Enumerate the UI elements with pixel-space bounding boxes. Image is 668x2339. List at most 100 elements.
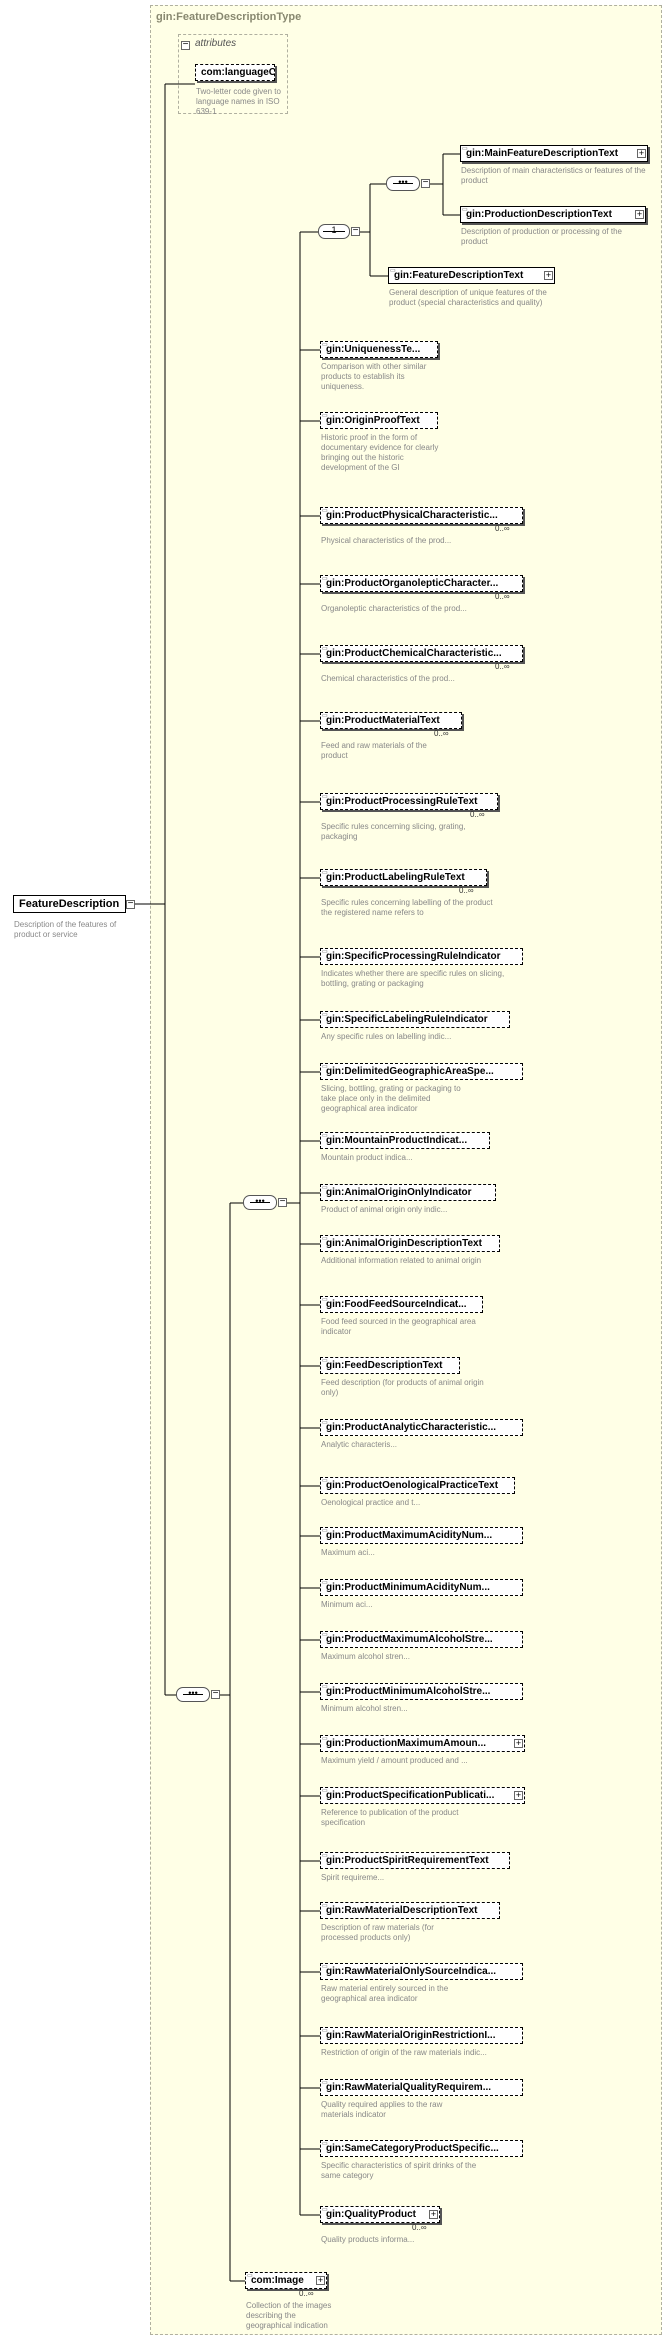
element-feed-description-text[interactable]: ▭gin:FeedDescriptionText xyxy=(320,1357,460,1374)
element-specific-processing-rule-indicator[interactable]: ▭gin:SpecificProcessingRuleIndicator xyxy=(320,948,523,965)
element-name: gin:FoodFeedSourceIndicat... xyxy=(326,1299,467,1310)
element-product-maximum-acidity-num[interactable]: ▭gin:ProductMaximumAcidityNum... xyxy=(320,1527,523,1544)
element-icon: ▭ xyxy=(322,1580,328,1586)
element-raw-material-only-source-indica[interactable]: ▭gin:RawMaterialOnlySourceIndica... xyxy=(320,1963,523,1980)
element-description: Minimum alcohol stren... xyxy=(321,1704,471,1714)
element-icon: ▭ xyxy=(322,1853,328,1859)
attributes-collapse-icon[interactable]: − xyxy=(181,41,190,50)
element-product-material-text[interactable]: ▭gin:ProductMaterialText xyxy=(320,712,462,729)
element-description: Chemical characteristics of the prod... xyxy=(321,674,521,684)
element-icon: ▭ xyxy=(322,413,328,419)
sequence-symbol: ••• xyxy=(387,178,419,187)
main-sequence-collapse-icon[interactable]: − xyxy=(278,1198,287,1207)
element-name: gin:SpecificProcessingRuleIndicator xyxy=(326,951,500,962)
choice-collapse-icon[interactable]: − xyxy=(351,227,360,236)
element-name: gin:ProductPhysicalCharacteristic... xyxy=(326,510,498,521)
element-icon: ▭ xyxy=(322,508,328,514)
element-animal-origin-only-indicator[interactable]: ▭gin:AnimalOriginOnlyIndicator xyxy=(320,1184,496,1201)
plus-box-icon[interactable]: + xyxy=(514,1791,523,1800)
element-raw-material-description-text[interactable]: ▭gin:RawMaterialDescriptionText xyxy=(320,1902,500,1919)
element-description: Restriction of origin of the raw materia… xyxy=(321,2048,521,2058)
element-description: Spirit requireme... xyxy=(321,1873,471,1883)
plus-box-icon[interactable]: + xyxy=(635,210,644,219)
element-name: gin:ProductSpiritRequirementText xyxy=(326,1855,489,1866)
element-description: Feed description (for products of animal… xyxy=(321,1378,491,1398)
cardinality-label: 0..∞ xyxy=(470,810,485,819)
element-main-feature-description-text[interactable]: ▭gin:MainFeatureDescriptionText+ xyxy=(460,145,648,162)
element-name: gin:RawMaterialOnlySourceIndica... xyxy=(326,1966,496,1977)
element-product-specification-publicati[interactable]: ▭gin:ProductSpecificationPublicati...+ xyxy=(320,1787,525,1804)
element-name: gin:MountainProductIndicat... xyxy=(326,1135,467,1146)
element-product-maximum-alcohol-stre[interactable]: ▭gin:ProductMaximumAlcoholStre... xyxy=(320,1631,523,1648)
element-production-maximum-amoun[interactable]: ▭gin:ProductionMaximumAmoun...+ xyxy=(320,1735,525,1752)
element-quality-product[interactable]: ▭gin:QualityProduct + xyxy=(320,2206,440,2223)
element-description: Description of production or processing … xyxy=(461,227,646,247)
element-description: Raw material entirely sourced in the geo… xyxy=(321,1984,491,2004)
element-icon: ▭ xyxy=(322,646,328,652)
element-icon: ▭ xyxy=(322,576,328,582)
element-name: gin:ProductProcessingRuleText xyxy=(326,796,478,807)
element-product-spirit-requirement-text[interactable]: ▭gin:ProductSpiritRequirementText xyxy=(320,1852,510,1869)
element-name: gin:ProductOenologicalPracticeText xyxy=(326,1480,498,1491)
plus-box-icon[interactable]: + xyxy=(514,1739,523,1748)
element-name: gin:QualityProduct xyxy=(326,2209,416,2220)
attribute-description: Two-letter code given to language names … xyxy=(196,87,286,117)
outer-sequence-collapse-icon[interactable]: − xyxy=(211,1690,220,1699)
element-raw-material-quality-requirem[interactable]: ▭gin:RawMaterialQualityRequirem... xyxy=(320,2079,523,2096)
plus-box-icon[interactable]: + xyxy=(544,271,553,280)
element-description: Specific rules concerning labelling of t… xyxy=(321,898,501,918)
inner-sequence-collapse-icon[interactable]: − xyxy=(421,179,430,188)
element-same-category-product-specific[interactable]: ▭gin:SameCategoryProductSpecific... xyxy=(320,2140,523,2157)
element-description: Specific rules concerning slicing, grati… xyxy=(321,822,501,842)
cardinality-label: 0..∞ xyxy=(459,886,474,895)
element-product-minimum-alcohol-stre[interactable]: ▭gin:ProductMinimumAlcoholStre... xyxy=(320,1683,523,1700)
main-sequence-compositor[interactable]: ••• xyxy=(243,1195,277,1210)
choice-compositor[interactable]: 1 xyxy=(318,224,350,239)
element-name: gin:DelimitedGeographicAreaSpe... xyxy=(326,1066,494,1077)
attributes-label: attributes xyxy=(195,38,236,49)
attribute-language-code[interactable]: com:languageCo... xyxy=(195,64,275,81)
element-name: gin:ProductMinimumAlcoholStre... xyxy=(326,1686,490,1697)
element-raw-material-origin-restriction-i[interactable]: ▭gin:RawMaterialOriginRestrictionI... xyxy=(320,2027,523,2044)
element-icon: ▭ xyxy=(322,1684,328,1690)
element-production-description-text[interactable]: ▭gin:ProductionDescriptionText+ xyxy=(460,206,646,223)
root-collapse-icon[interactable]: − xyxy=(126,900,135,909)
element-animal-origin-description-text[interactable]: ▭gin:AnimalOriginDescriptionText xyxy=(320,1235,500,1252)
root-element[interactable]: FeatureDescription xyxy=(13,895,126,913)
element-specific-labeling-rule-indicator[interactable]: ▭gin:SpecificLabelingRuleIndicator xyxy=(320,1011,510,1028)
cardinality-label: 0..∞ xyxy=(495,662,510,671)
outer-sequence-compositor[interactable]: ••• xyxy=(176,1687,210,1702)
element-product-labeling-rule-text[interactable]: ▭gin:ProductLabelingRuleText xyxy=(320,869,487,886)
plus-box-icon[interactable]: + xyxy=(429,2210,438,2219)
cardinality-label: 0..∞ xyxy=(299,2289,314,2298)
element-icon: ▭ xyxy=(322,2207,328,2213)
plus-box-icon[interactable]: + xyxy=(637,149,646,158)
element-icon: ▭ xyxy=(247,2273,253,2279)
element-product-analytic-characteristic[interactable]: ▭gin:ProductAnalyticCharacteristic... xyxy=(320,1419,523,1436)
element-origin-proof-text[interactable]: ▭gin:OriginProofText xyxy=(320,412,438,429)
element-product-physical-characteristic[interactable]: ▭gin:ProductPhysicalCharacteristic... xyxy=(320,507,523,524)
element-product-organoleptic-character[interactable]: ▭gin:ProductOrganolepticCharacter... xyxy=(320,575,523,592)
element-description: Organoleptic characteristics of the prod… xyxy=(321,604,521,614)
cardinality-label: 0..∞ xyxy=(412,2223,427,2232)
element-product-chemical-characteristic[interactable]: ▭gin:ProductChemicalCharacteristic... xyxy=(320,645,523,662)
element-product-oenological-practice-text[interactable]: ▭gin:ProductOenologicalPracticeText xyxy=(320,1477,515,1494)
element-name: gin:UniquenessTe... xyxy=(326,344,420,355)
element-product-minimum-acidity-num[interactable]: ▭gin:ProductMinimumAcidityNum... xyxy=(320,1579,523,1596)
element-name: gin:ProductMaximumAcidityNum... xyxy=(326,1530,492,1541)
plus-box-icon[interactable]: + xyxy=(316,2276,325,2285)
element-delimited-geographic-area-spe[interactable]: ▭gin:DelimitedGeographicAreaSpe... xyxy=(320,1063,523,1080)
element-name: gin:SpecificLabelingRuleIndicator xyxy=(326,1014,488,1025)
element-name: gin:ProductMinimumAcidityNum... xyxy=(326,1582,490,1593)
element-image[interactable]: ▭com:Image+ xyxy=(245,2272,327,2289)
inner-sequence-compositor[interactable]: ••• xyxy=(386,176,420,191)
element-feature-description-text[interactable]: ▭gin:FeatureDescriptionText+ xyxy=(388,267,555,284)
element-mountain-product-indicat[interactable]: ▭gin:MountainProductIndicat... xyxy=(320,1132,490,1149)
element-name: gin:ProductSpecificationPublicati... xyxy=(326,1790,494,1801)
element-food-feed-source-indicat[interactable]: ▭gin:FoodFeedSourceIndicat... xyxy=(320,1296,483,1313)
element-name: gin:RawMaterialOriginRestrictionI... xyxy=(326,2030,495,2041)
element-name: gin:SameCategoryProductSpecific... xyxy=(326,2143,499,2154)
element-uniqueness-te[interactable]: ▭gin:UniquenessTe... xyxy=(320,341,438,358)
element-icon: ▭ xyxy=(322,1528,328,1534)
element-product-processing-rule-text[interactable]: ▭gin:ProductProcessingRuleText xyxy=(320,793,498,810)
